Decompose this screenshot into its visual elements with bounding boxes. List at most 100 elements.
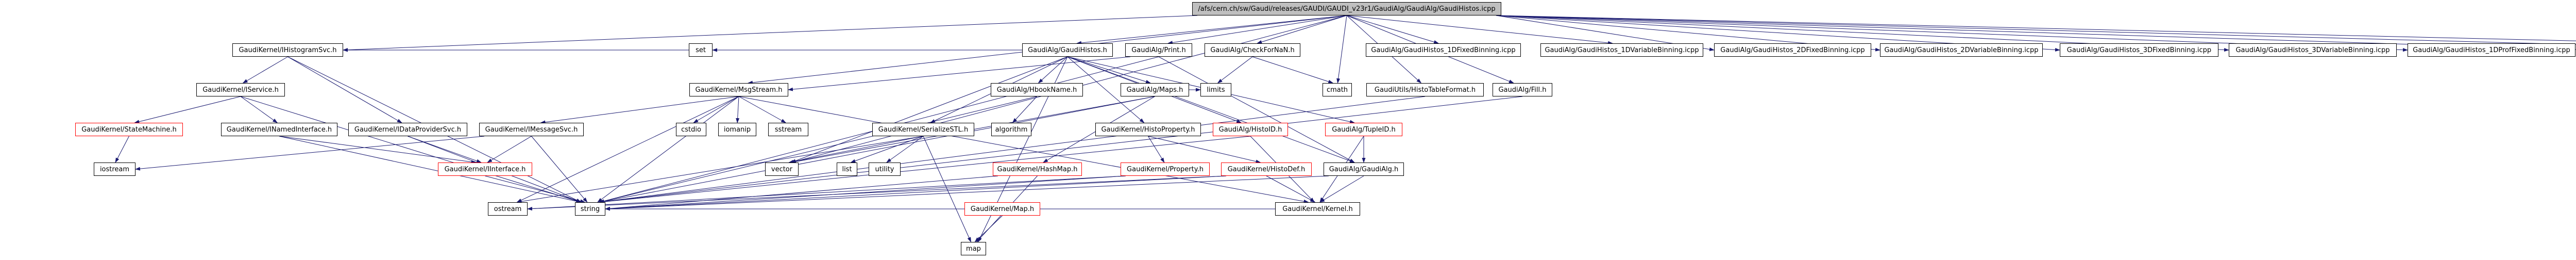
graph-node-i3dv[interactable]: GaudiAlg/GaudiHistos_3DVariableBinning.i… <box>2229 43 2397 57</box>
include-edge-gaudialg-to-kernel <box>1319 175 1364 203</box>
graph-node-idps[interactable]: GaudiKernel/IDataProviderSvc.h <box>348 123 467 136</box>
graph-node-i2dv[interactable]: GaudiAlg/GaudiHistos_2DVariableBinning.i… <box>1880 43 2043 57</box>
include-edge-property-to-string <box>605 175 1126 210</box>
include-edge-msgstream-to-string <box>597 96 739 203</box>
graph-node-i2df[interactable]: GaudiAlg/GaudiHistos_2DFixedBinning.icpp <box>1714 43 1871 57</box>
graph-node-vector[interactable]: vector <box>765 163 799 176</box>
include-edge-iservice-to-inamed <box>240 96 278 123</box>
graph-node-iostream[interactable]: iostream <box>94 163 135 176</box>
include-edge-title-to-cmath <box>1336 15 1347 84</box>
include-edge-map_h-to-map <box>974 215 1003 242</box>
include-edge-ihistsvc-to-idps <box>287 56 402 123</box>
include-edge-histoprop-to-histodef <box>1148 136 1261 164</box>
graph-node-i1dv[interactable]: GaudiAlg/GaudiHistos_1DVariableBinning.i… <box>1540 43 1703 57</box>
graph-node-hbookname[interactable]: GaudiAlg/HbookName.h <box>991 83 1083 96</box>
graph-node-print[interactable]: GaudiAlg/Print.h <box>1125 43 1192 57</box>
include-edge-fill-to-string <box>599 96 1523 204</box>
graph-node-msgstream[interactable]: GaudiKernel/MsgStream.h <box>689 83 788 96</box>
graph-node-statemachine[interactable]: GaudiKernel/StateMachine.h <box>75 123 183 136</box>
graph-node-property[interactable]: GaudiKernel/Property.h <box>1121 163 1210 176</box>
graph-node-iservice[interactable]: GaudiKernel/IService.h <box>196 83 285 96</box>
include-edge-title-to-ihistsvc <box>343 15 1198 52</box>
include-edge-iservice-to-string <box>240 96 582 203</box>
include-edge-hbookname-to-algorithm <box>1012 96 1037 123</box>
include-edge-imsgsvc-to-iintf <box>487 136 532 163</box>
include-edge-idps-to-iintf <box>408 136 482 163</box>
graph-node-gaudialg[interactable]: GaudiAlg/GaudiAlg.h <box>1324 163 1404 176</box>
graph-edges <box>115 15 2576 242</box>
graph-node-kernel[interactable]: GaudiKernel/Kernel.h <box>1275 202 1360 216</box>
include-edge-ghistos-to-gaudialg <box>1067 56 1355 163</box>
graph-node-ghistos[interactable]: GaudiAlg/GaudiHistos.h <box>1022 43 1113 57</box>
include-edge-nan-to-limits <box>1217 56 1253 84</box>
include-edge-inamed-to-string <box>279 136 582 203</box>
include-edge-property-to-ostream <box>527 175 1126 210</box>
include-edge-title-to-ghistos <box>1076 15 1347 45</box>
graph-node-htf[interactable]: GaudiUtils/HistoTableFormat.h <box>1366 83 1484 96</box>
graph-node-maps[interactable]: GaudiAlg/Maps.h <box>1121 83 1189 96</box>
graph-node-histoid[interactable]: GaudiAlg/HistoID.h <box>1213 123 1288 136</box>
include-edge-msgstream-to-cstdio <box>693 96 739 123</box>
graph-node-title: /afs/cern.ch/sw/Gaudi/releases/GAUDI/GAU… <box>1192 2 1501 15</box>
graph-node-list[interactable]: list <box>837 163 857 176</box>
graph-node-i1pf[interactable]: GaudiAlg/GaudiHistos_1DProfFixedBinning.… <box>2408 43 2575 57</box>
graph-node-histodef[interactable]: GaudiKernel/HistoDef.h <box>1221 163 1312 176</box>
include-edge-imsgsvc-to-iostream <box>135 136 485 171</box>
include-edge-histodef-to-string <box>605 175 1227 211</box>
include-edge-ghistos-to-histoprop <box>1067 56 1145 123</box>
graph-node-hashmap[interactable]: GaudiKernel/HashMap.h <box>993 163 1082 176</box>
include-edge-print-to-gaudialg <box>1158 56 1355 163</box>
include-edge-title-to-nan <box>1257 15 1347 44</box>
include-edge-title-to-i1df <box>1346 15 1439 44</box>
graph-node-nan[interactable]: GaudiAlg/CheckForNaN.h <box>1205 43 1300 57</box>
graph-node-ostream[interactable]: ostream <box>488 202 528 216</box>
include-edge-serstl-to-list <box>850 136 924 163</box>
graph-node-i3df[interactable]: GaudiAlg/GaudiHistos_3DFixedBinning.icpp <box>2060 43 2218 57</box>
graph-node-cmath[interactable]: cmath <box>1323 83 1352 96</box>
include-edge-histodef-to-kernel <box>1266 175 1316 203</box>
graph-node-utility[interactable]: utility <box>869 163 901 176</box>
include-edge-hbookname-to-string <box>599 96 1037 203</box>
include-edge-iintf-to-string <box>485 175 586 203</box>
include-edge-imsgsvc-to-string <box>531 136 588 203</box>
graph-node-iintf[interactable]: GaudiKernel/IInterface.h <box>438 163 532 176</box>
include-edge-msgstream-to-kernel <box>738 96 1309 203</box>
graph-node-ihistsvc[interactable]: GaudiKernel/IHistogramSvc.h <box>232 43 343 57</box>
graph-node-serstl[interactable]: GaudiKernel/SerializeSTL.h <box>872 123 974 136</box>
graph-node-i1df[interactable]: GaudiAlg/GaudiHistos_1DFixedBinning.icpp <box>1366 43 1521 57</box>
include-edge-serstl-to-vector <box>788 136 924 164</box>
include-edge-serstl-to-ostream <box>516 136 924 204</box>
include-edge-maps-to-string <box>599 96 1155 203</box>
graph-node-map[interactable]: map <box>961 242 986 255</box>
graph-node-imsgsvc[interactable]: GaudiKernel/IMessageSvc.h <box>479 123 584 136</box>
include-edge-msgstream-to-ostream <box>516 96 739 203</box>
include-edge-histodef-to-ostream <box>527 175 1227 211</box>
include-edge-iservice-to-statemachine <box>134 96 241 124</box>
include-edge-histoprop-to-property <box>1148 136 1165 163</box>
include-edge-histoid-to-string <box>599 136 1251 204</box>
include-edge-nan-to-cmath <box>1252 56 1334 84</box>
include-edge-print-to-msgstream <box>788 56 1131 91</box>
include-edge-ihistsvc-to-iservice <box>242 56 288 84</box>
graph-node-algorithm[interactable]: algorithm <box>991 123 1031 136</box>
graph-node-sstream[interactable]: sstream <box>768 123 808 136</box>
include-edge-title-to-i2pv <box>1496 15 2576 41</box>
include-edge-msgstream-to-iomanip <box>736 96 740 123</box>
include-edge-ghistos-to-hbookname <box>1038 56 1068 84</box>
include-edge-hashmap-to-string <box>605 175 998 210</box>
graph-node-string[interactable]: string <box>575 202 605 216</box>
graph-node-map_h[interactable]: GaudiKernel/Map.h <box>964 202 1040 216</box>
include-edge-msgstream-to-sstream <box>738 96 787 123</box>
graph-node-histoprop[interactable]: GaudiKernel/HistoProperty.h <box>1095 123 1201 136</box>
graph-node-tupleid[interactable]: GaudiAlg/TupleID.h <box>1325 123 1402 136</box>
graph-node-iomanip[interactable]: iomanip <box>718 123 756 136</box>
graph-node-fill[interactable]: GaudiAlg/Fill.h <box>1493 83 1552 96</box>
include-edge-title-to-i1dv <box>1346 15 1613 45</box>
graph-node-set[interactable]: set <box>689 43 713 57</box>
graph-node-inamed[interactable]: GaudiKernel/INamedInterface.h <box>221 123 337 136</box>
graph-node-cstdio[interactable]: cstdio <box>676 123 706 136</box>
include-edge-ghistos-to-vector <box>790 56 1068 163</box>
graph-node-limits[interactable]: limits <box>1200 83 1231 96</box>
